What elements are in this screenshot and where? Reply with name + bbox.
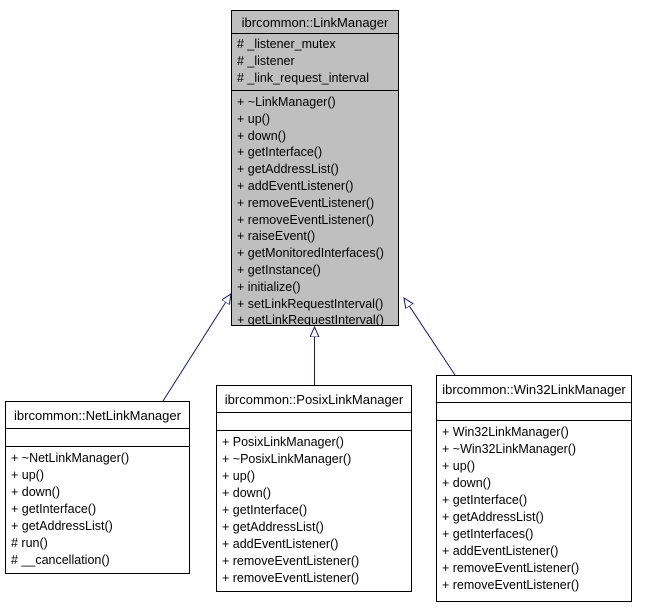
class-title: ibrcommon::Win32LinkManager [437,376,631,403]
method-row: + ~NetLinkManager() [11,451,130,465]
method-row: + ~PosixLinkManager() [222,452,352,466]
attribute-row: # _listener [237,54,295,68]
class-title: ibrcommon::LinkManager [232,11,398,34]
method-row: + up() [222,469,256,483]
method-row: + down() [237,128,286,143]
method-row: + getAddressList() [237,162,339,177]
method-row: + down() [11,485,60,499]
method-row: + getInterface() [11,502,97,516]
method-row: + up() [11,468,45,482]
class-title: ibrcommon::PosixLinkManager [217,386,411,413]
method-row: + removeEventListener() [222,571,360,585]
method-row: + getAddressList() [222,520,324,534]
class-title: ibrcommon::NetLinkManager [6,402,189,429]
method-row: + removeEventListener() [222,554,360,568]
inheritance-edge-win32linkmanager [410,306,456,376]
method-row: + down() [222,486,271,500]
method-row: + getAddressList() [11,519,113,533]
method-row: + up() [237,111,271,126]
method-row: + setLinkRequestInterval() [237,296,384,311]
method-row: + initialize() [237,279,301,294]
method-row: + removeEventListener() [237,195,375,210]
methods-section: + ~NetLinkManager() + up() + down() + ge… [6,447,189,569]
attributes-section-empty [6,429,189,447]
attributes-section-empty [437,403,631,421]
method-row: + removeEventListener() [442,578,580,592]
method-row: + removeEventListener() [442,561,580,575]
method-row: + getInterface() [442,493,528,507]
method-row: + removeEventListener() [237,212,375,227]
class-box-win32linkmanager[interactable]: ibrcommon::Win32LinkManager + Win32LinkM… [436,375,632,602]
method-row: # run() [11,536,48,550]
method-row: + addEventListener() [222,537,339,551]
attribute-row: # _listener_mutex [237,37,336,51]
method-row: + getInterface() [222,503,308,517]
method-row: + getInterfaces() [442,527,534,541]
method-row: # __cancellation() [11,553,110,567]
class-box-linkmanager[interactable]: ibrcommon::LinkManager # _listener_mutex… [231,10,399,326]
method-row: + down() [442,476,491,490]
method-row: + addEventListener() [237,178,354,193]
method-row: + getInterface() [237,145,323,160]
method-row: + Win32LinkManager() [442,425,569,439]
method-row: + raiseEvent() [237,229,316,244]
class-box-posixlinkmanager[interactable]: ibrcommon::PosixLinkManager + PosixLinkM… [216,385,412,592]
attribute-row: # _link_request_interval [237,71,370,85]
method-row: + getInstance() [237,262,321,277]
attributes-section: # _listener_mutex # _listener # _link_re… [232,34,398,91]
attributes-section-empty [217,413,411,431]
methods-section: + ~LinkManager() + up() + down() + getIn… [232,91,398,326]
method-row: + up() [442,459,476,473]
method-row: + ~Win32LinkManager() [442,442,577,456]
method-row: + getAddressList() [442,510,544,524]
method-row: + ~LinkManager() [237,95,336,109]
method-row: + addEventListener() [442,544,559,558]
method-row: + PosixLinkManager() [222,435,344,449]
method-row: + getMonitoredInterfaces() [237,246,384,261]
method-row: + getLinkRequestInterval() [237,313,384,326]
class-box-netlinkmanager[interactable]: ibrcommon::NetLinkManager + ~NetLinkMana… [5,401,190,574]
methods-section: + PosixLinkManager() + ~PosixLinkManager… [217,431,411,587]
methods-section: + Win32LinkManager() + ~Win32LinkManager… [437,421,631,594]
